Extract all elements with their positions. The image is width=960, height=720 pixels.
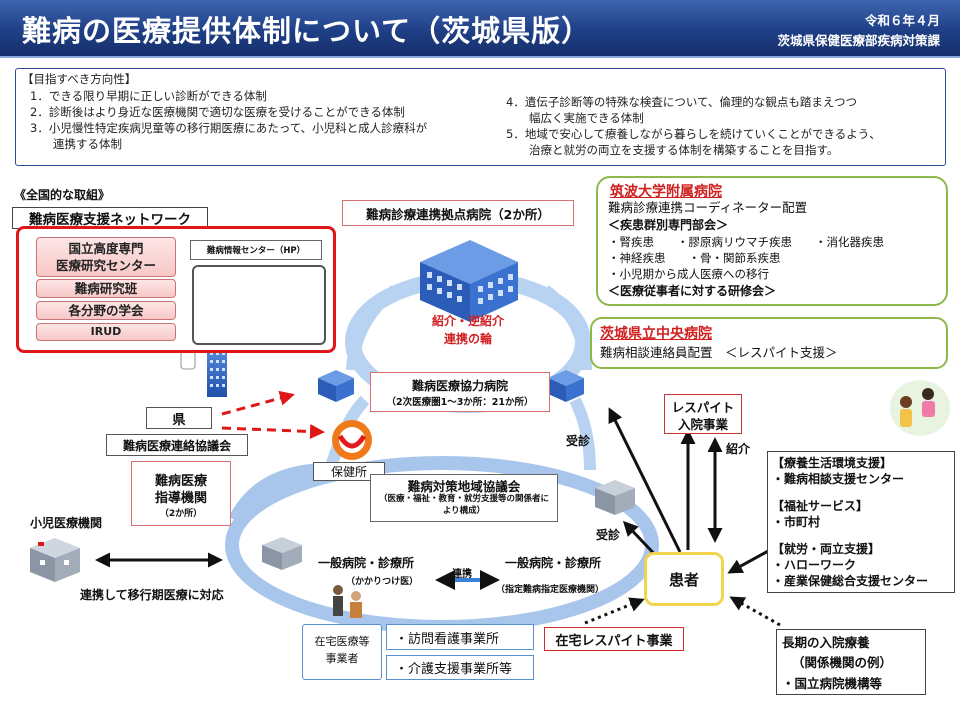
clinic-icon-right: [595, 480, 635, 515]
guidance-line-1: 難病医療: [154, 474, 207, 489]
council-box: 難病医療連絡協議会: [106, 434, 248, 456]
goal-4: 4．遺伝子診断等の特殊な検査について、倫理的な観点も踏まえつつ: [506, 95, 858, 109]
goals-heading: 【目指すべき方向性】: [22, 72, 137, 86]
tsukuba-line-4: ・神経疾患 ・骨・関節系疾患: [608, 251, 781, 265]
tsukuba-line-2: ＜疾患群別専門部会＞: [608, 218, 729, 232]
home-respite-box: 在宅レスパイト事業: [544, 627, 684, 651]
ring-label-2: 連携の輪: [443, 332, 492, 346]
clinic-left-sub: （かかりつけ医）: [346, 577, 419, 587]
goal-3: 3．小児慢性特定疾病児童等の移行期医療にあたって、小児科と成人診療科が: [30, 121, 428, 135]
clinic-right-sub: （指定難病指定医療機関）: [496, 585, 605, 595]
goal-4-cont: 幅広く実施できる体制: [506, 111, 644, 125]
home-care-line-2: 事業者: [325, 652, 359, 665]
support-1-title: 【療養生活環境支援】: [772, 456, 893, 470]
referral-label: 紹介: [726, 442, 751, 456]
long-term-line-3: ・国立病院機構等: [782, 676, 883, 691]
coop-hospital-box: [370, 372, 550, 412]
transition-label: 連携して移行期医療に対応: [80, 588, 224, 602]
coop-hospital-sub: （2次医療圏1～3か所：21か所）: [386, 397, 534, 408]
support-3-item-2: ・産業保健総合支援センター: [772, 574, 929, 588]
support-1-item: ・難病相談支援センター: [772, 472, 905, 486]
health-center-logo-icon: [332, 420, 372, 460]
tsukuba-line-1: 難病診療連携コーディネーター配置: [608, 200, 808, 215]
home-care-line-1: 在宅医療等: [314, 635, 370, 648]
clinic-right-label: 一般病院・診療所: [505, 556, 602, 570]
family-icon: [890, 380, 950, 436]
chuo-line: 難病相談連絡員配置 ＜レスパイト支援＞: [600, 345, 838, 360]
long-term-line-2: （関係機関の例）: [792, 655, 893, 670]
support-2-item: ・市町村: [772, 515, 821, 529]
health-center-box: 保健所: [313, 462, 385, 481]
ncgm-item: 国立高度専門 医療研究センター: [36, 237, 176, 277]
pediatric-building-icon: [30, 538, 80, 582]
goal-1: 1．できる限り早期に正しい診断ができる体制: [30, 89, 267, 103]
respite-line-1: レスパイト: [671, 400, 735, 415]
goal-2: 2．診断後はより身近な医療機関で適切な医療を受けることができる体制: [30, 105, 405, 119]
regional-council-title: 難病対策地域協議会: [407, 479, 521, 494]
goal-5-cont: 治療と就労の両立を支援する体制を構築することを目指す。: [506, 143, 839, 157]
hub-hospital-icon: [420, 240, 518, 322]
support-box: [767, 451, 955, 593]
research-group-item: 難病研究班: [36, 279, 176, 298]
support-3-item-1: ・ハローワーク: [772, 558, 857, 572]
ring-label-1: 紹介・逆紹介: [431, 314, 504, 328]
goal-5: 5．地域で安心して療養しながら暮らしを続けていくことができるよう、: [506, 127, 881, 141]
guidance-box: [131, 461, 231, 526]
academic-society-item: 各分野の学会: [36, 301, 176, 320]
regional-council-sub: （医療・福祉・教育・就労支援等の関係者により構成）: [378, 494, 549, 516]
respite-admission-box: [664, 394, 742, 434]
ncgm-line-1: 国立高度専門: [68, 241, 144, 256]
info-center-frame: [192, 265, 326, 345]
tsukuba-line-5: ・小児期から成人医療への移行: [608, 267, 769, 281]
home-care-box: [302, 624, 382, 680]
tsukuba-box: [596, 176, 948, 306]
tsukuba-line-3: ・腎疾患 ・膠原病リウマチ疾患 ・消化器疾患: [608, 235, 884, 249]
long-term-box: [776, 629, 926, 695]
consult-label-1: 受診: [566, 434, 591, 448]
support-3-title: 【就労・両立支援】: [772, 542, 881, 556]
hub-hospital-title: 難病診療連携拠点病院（2か所）: [342, 200, 574, 226]
visiting-nursing-box: ・訪問看護事業所: [386, 624, 534, 650]
page-title: 難病の医療提供体制について（茨城県版）: [22, 14, 592, 48]
long-term-line-1: 長期の入院療養: [782, 635, 870, 650]
consult-label-2: 受診: [596, 528, 621, 542]
coop-hospital-icon-right: [548, 370, 584, 402]
goal-3-cont: 連携する体制: [30, 137, 122, 151]
prefecture-box: 県: [146, 407, 212, 429]
clinic-left-label: 一般病院・診療所: [318, 556, 415, 570]
date-label: 令和６年４月: [864, 13, 940, 28]
respite-line-2: 入院事業: [677, 417, 728, 432]
ncgm-line-2: 医療研究センター: [55, 258, 156, 273]
coop-hospital-title: 難病医療協力病院: [411, 379, 508, 393]
goals-box: [15, 68, 946, 166]
irud-item: IRUD: [36, 323, 176, 341]
support-2-title: 【福祉サービス】: [772, 499, 869, 513]
chuo-title: 茨城県立中央病院: [600, 326, 712, 342]
care-worker-icon: [333, 585, 362, 618]
link-label: 連携: [452, 569, 472, 580]
guidance-line-2: 指導機関: [154, 491, 207, 506]
department-label: 茨城県保健医療部疾病対策課: [777, 33, 940, 48]
chuo-box: [590, 317, 948, 369]
clinic-icon-left: [262, 537, 302, 570]
header-banner: [0, 0, 960, 58]
tsukuba-line-6: ＜医療従事者に対する研修会＞: [608, 284, 777, 298]
pediatric-label: 小児医療機関: [30, 516, 103, 530]
patient-box: 患者: [644, 552, 724, 606]
care-support-box: ・介護支援事業所等: [386, 655, 534, 680]
info-center-label: 難病情報センター（HP）: [190, 240, 322, 260]
tsukuba-title: 筑波大学附属病院: [610, 184, 722, 200]
coop-hospital-icon-left: [318, 370, 354, 402]
regional-council-box: [370, 474, 558, 522]
national-label: 《全国的な取組》: [14, 188, 111, 202]
guidance-line-3: （2か所）: [159, 509, 203, 519]
